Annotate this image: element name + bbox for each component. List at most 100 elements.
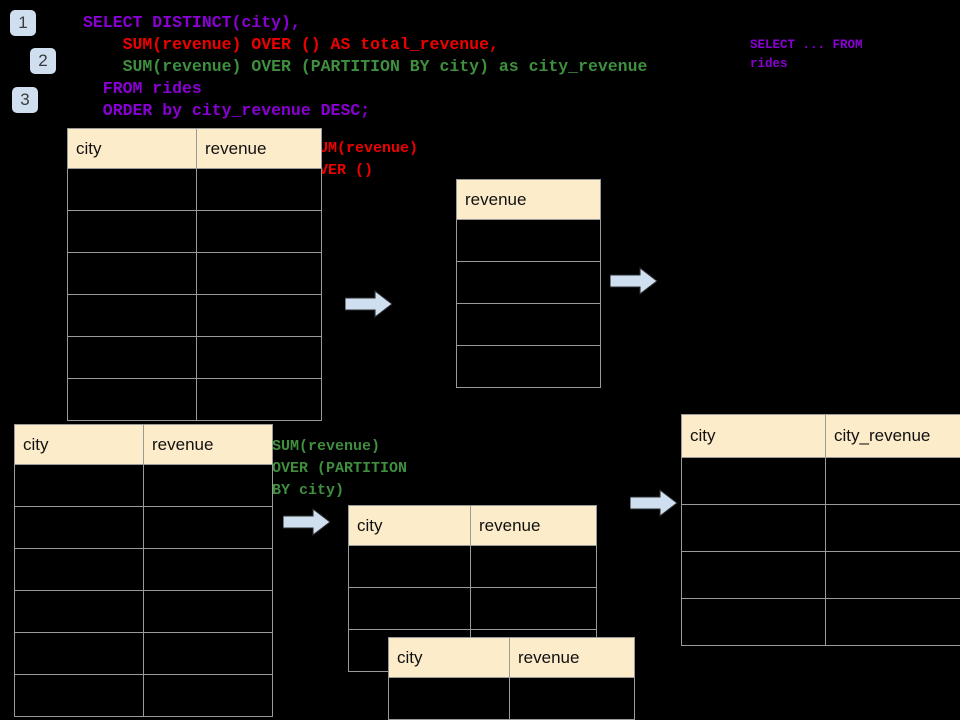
- table-row: [67, 210, 322, 253]
- sql-query-block: SELECT DISTINCT(city), SUM(revenue) OVER…: [83, 12, 647, 122]
- table-cell: [143, 506, 273, 549]
- table-cell: [681, 504, 826, 552]
- table-row: [456, 261, 601, 304]
- table-cell: [470, 545, 597, 588]
- table-row: [456, 219, 601, 262]
- column-header-revenue: revenue: [456, 179, 601, 220]
- table-row: [14, 548, 273, 591]
- table-cell: [681, 457, 826, 505]
- table-cell: [14, 674, 144, 717]
- column-header-city: city: [67, 128, 197, 169]
- table-cell: [388, 677, 510, 720]
- table-row: [67, 168, 322, 211]
- table-cell: [681, 551, 826, 599]
- step-badge-2: 2: [30, 48, 56, 74]
- table-row: [14, 632, 273, 675]
- table-row: [14, 674, 273, 717]
- table-row: [14, 506, 273, 549]
- table-row: [67, 336, 322, 379]
- table-cell: [825, 598, 960, 646]
- column-header-city: city: [388, 637, 510, 678]
- table-row: [67, 378, 322, 421]
- table-row: [348, 587, 597, 630]
- table-cell: [14, 590, 144, 633]
- table-cell: [456, 345, 601, 388]
- table-row: [681, 504, 960, 552]
- table-cell: [14, 506, 144, 549]
- table-cell: [470, 587, 597, 630]
- table-row: [388, 677, 635, 720]
- sql-line-3: SUM(revenue) OVER (PARTITION BY city) as…: [83, 57, 648, 76]
- column-header-revenue: revenue: [470, 505, 597, 546]
- column-header-revenue: revenue: [196, 128, 322, 169]
- table-cell: [143, 548, 273, 591]
- table-cell: [14, 632, 144, 675]
- select-from-rides-note: SELECT ... FROM rides: [750, 38, 863, 71]
- table-cell: [825, 551, 960, 599]
- table-header-row: revenue: [456, 179, 601, 220]
- table-cell: [196, 336, 322, 379]
- table-row: [67, 252, 322, 295]
- column-header-revenue: revenue: [509, 637, 635, 678]
- table-cell: [14, 464, 144, 507]
- step-badge-3: 3: [12, 87, 38, 113]
- table-cell: [196, 378, 322, 421]
- table-cell: [348, 587, 471, 630]
- table-cell: [67, 210, 197, 253]
- column-header-city: city: [14, 424, 144, 465]
- table-cell: [348, 545, 471, 588]
- table-cell: [67, 252, 197, 295]
- sql-line-2: SUM(revenue) OVER () AS total_revenue,: [83, 35, 499, 54]
- table-cell: [456, 219, 601, 262]
- table-row: [456, 303, 601, 346]
- arrow-source-to-total: [344, 289, 393, 323]
- table-cell: [681, 598, 826, 646]
- table-row: [67, 294, 322, 337]
- table-cell: [825, 504, 960, 552]
- table-cell: [67, 378, 197, 421]
- table-cell: [825, 457, 960, 505]
- table-row: [348, 545, 597, 588]
- table-cell: [196, 210, 322, 253]
- table-cell: [143, 464, 273, 507]
- table-cell: [67, 294, 197, 337]
- sql-line-1: SELECT DISTINCT(city),: [83, 13, 301, 32]
- table-row: [456, 345, 601, 388]
- total-revenue-table: revenue: [456, 179, 601, 388]
- table-cell: [67, 168, 197, 211]
- arrow-partition-to-result: [629, 488, 678, 522]
- step-badge-1: 1: [10, 10, 36, 36]
- column-header-revenue: revenue: [143, 424, 273, 465]
- sum-over-empty-annotation: SUM(revenue) OVER (): [310, 140, 419, 179]
- table-cell: [143, 674, 273, 717]
- table-cell: [196, 252, 322, 295]
- table-cell: [196, 168, 322, 211]
- table-row: [14, 464, 273, 507]
- table-row: [681, 598, 960, 646]
- table-cell: [14, 548, 144, 591]
- table-cell: [456, 303, 601, 346]
- table-row: [681, 551, 960, 599]
- table-cell: [196, 294, 322, 337]
- column-header-city: city: [681, 414, 826, 458]
- arrow-total-to-result: [609, 266, 658, 300]
- table-row: [14, 590, 273, 633]
- arrow-source-to-partition: [282, 507, 331, 541]
- sql-line-5: ORDER by city_revenue DESC;: [83, 101, 371, 120]
- table-row: [681, 457, 960, 505]
- sum-over-partition-annotation: SUM(revenue) OVER (PARTITION BY city): [272, 438, 408, 499]
- table-cell: [143, 590, 273, 633]
- column-header-city_revenue: city_revenue: [825, 414, 960, 458]
- table-cell: [67, 336, 197, 379]
- column-header-city: city: [348, 505, 471, 546]
